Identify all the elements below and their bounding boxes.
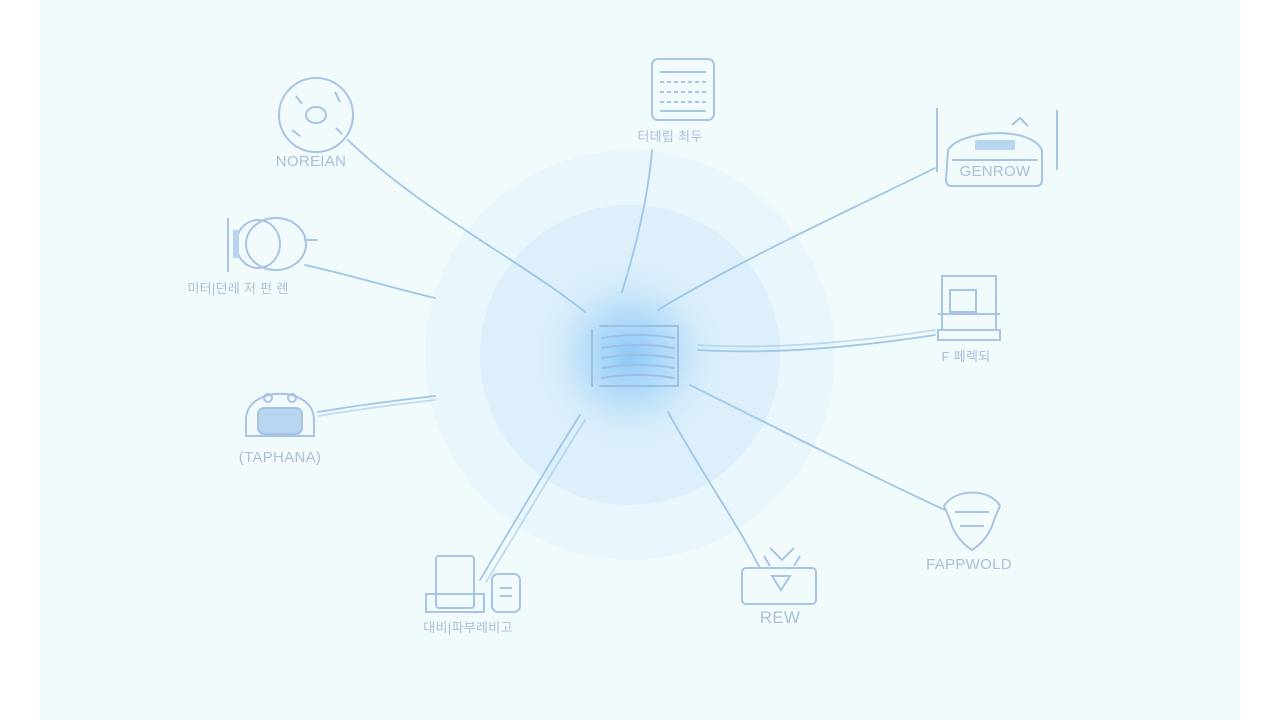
connector-bottom-device	[479, 414, 581, 581]
connector-fappwold	[689, 384, 946, 511]
connector-taphana	[317, 395, 436, 413]
cylinder-icon	[227, 217, 318, 272]
node-label-norean: NOREIAN	[275, 153, 347, 170]
robot-head-icon	[245, 392, 315, 437]
disc-icon	[278, 77, 354, 153]
connector-right-monitor-2	[697, 329, 936, 348]
connector-norean	[347, 139, 586, 313]
stacked-documents-icon[interactable]	[591, 325, 679, 387]
tablet-phone-icon	[425, 555, 521, 613]
machine-icon	[936, 108, 1058, 187]
node-label-rew: REW	[759, 608, 801, 627]
connector-genrow	[657, 167, 936, 311]
node-label-right-monitor: F 페렉되	[941, 349, 991, 364]
connector-top-doc	[621, 149, 653, 293]
connector-rew	[667, 411, 761, 569]
document-grid-icon	[651, 58, 715, 121]
connections	[304, 139, 946, 583]
right-margin	[1240, 0, 1280, 720]
node-label-fappwold: FAPPWOLD	[926, 556, 1012, 573]
left-margin	[0, 0, 40, 720]
connector-bottom-device-2	[485, 419, 586, 583]
connector-taphana-2	[317, 399, 436, 417]
node-label-left-cyl: 미터|던레 저 펀 렌	[187, 281, 289, 296]
connector-right-monitor	[697, 334, 936, 353]
node-label-top-doc: 터데립 최두	[637, 129, 703, 144]
node-label-genrow: GENROW	[959, 163, 1031, 180]
shield-icon	[942, 491, 1002, 552]
lamp-icon	[741, 547, 817, 605]
node-label-taphana: (TAPHANA)	[238, 449, 322, 466]
connector-left-cyl	[304, 264, 436, 299]
node-label-bottom-device: 대비|파부레비고	[423, 620, 513, 635]
monitor-icon	[937, 275, 1001, 341]
